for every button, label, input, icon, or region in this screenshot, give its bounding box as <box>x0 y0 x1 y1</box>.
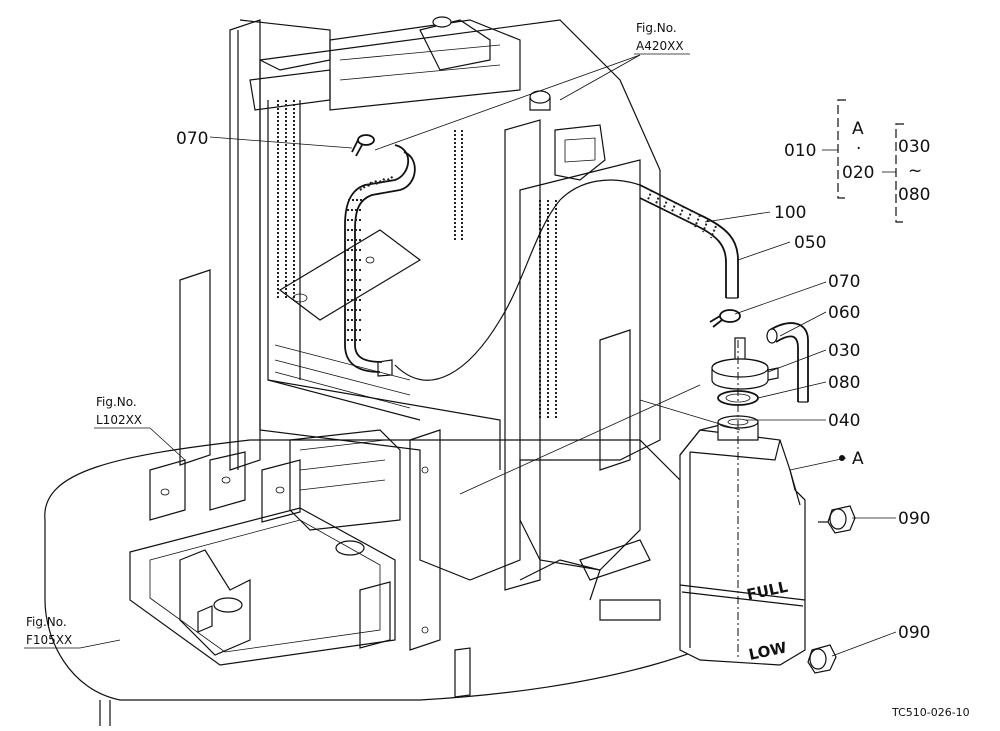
hose-clamp-070-right <box>709 309 741 328</box>
bracket-plate <box>278 229 422 321</box>
callout-030: 030 <box>828 341 860 361</box>
callout-090-upper: 090 <box>898 509 930 529</box>
legend-range-end: 080 <box>898 185 930 205</box>
callout-090-lower: 090 <box>898 623 930 643</box>
floor-plate <box>44 439 781 726</box>
figure-references: Fig.No. A420XX Fig.No. L102XX Fig.No. F1… <box>24 21 690 649</box>
drawing-code: TC510-026-10 <box>891 706 970 719</box>
hose-clamp-070-upper <box>351 134 375 157</box>
legend-group-020: 020 <box>842 163 874 183</box>
legend-range-start: 030 <box>898 137 930 157</box>
callout-a: A <box>852 449 864 469</box>
callout-a-dot <box>839 455 845 461</box>
leader-lines <box>79 54 897 657</box>
legend-range-sep: ~ <box>908 161 922 181</box>
bolt-090-upper <box>818 505 856 534</box>
assembly-legend: 010 A · 020 030 ~ 080 <box>784 99 930 223</box>
fig-ref-a420-line1: Fig.No. <box>636 21 677 35</box>
left-frame <box>149 19 401 531</box>
callout-070-right: 070 <box>828 272 860 292</box>
callout-100: 100 <box>774 203 806 223</box>
hose-100-050 <box>639 184 739 299</box>
reserve-tank-040 <box>679 340 806 666</box>
callout-labels: 070 100 050 070 060 030 080 040 A 090 09… <box>176 129 930 643</box>
callout-070-upper: 070 <box>176 129 208 149</box>
fig-ref-l102-line2: L102XX <box>96 413 142 427</box>
fig-ref-a420-line2: A420XX <box>636 39 684 53</box>
legend-group-dot: · <box>856 139 861 159</box>
callout-040: 040 <box>828 411 860 431</box>
hose-060 <box>766 322 809 403</box>
fig-ref-l102-line1: Fig.No. <box>96 395 137 409</box>
callout-050: 050 <box>794 233 826 253</box>
callout-080: 080 <box>828 373 860 393</box>
overflow-hose-left <box>344 144 641 381</box>
radiator-assembly <box>259 16 661 698</box>
callout-060: 060 <box>828 303 860 323</box>
legend-code-010: 010 <box>784 141 816 161</box>
tank-cap-030 <box>711 337 779 390</box>
fig-ref-f105-line2: F105XX <box>26 633 72 647</box>
legend-group-a: A <box>852 119 864 139</box>
bolt-090-lower <box>807 644 837 674</box>
fig-ref-f105-line1: Fig.No. <box>26 615 67 629</box>
